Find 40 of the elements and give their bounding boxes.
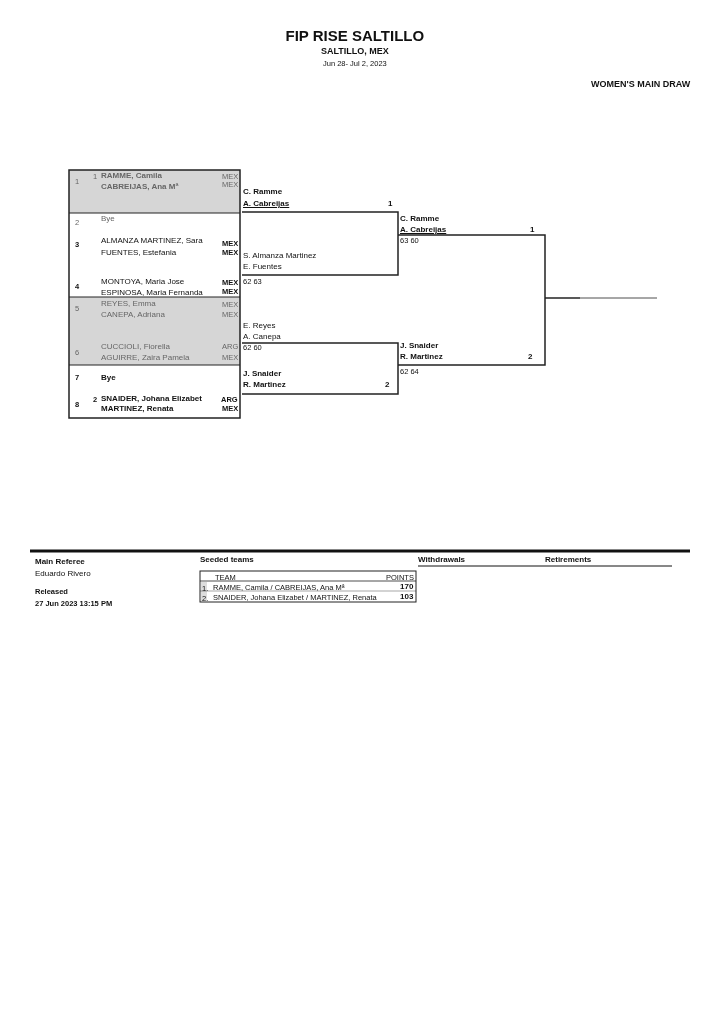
winner-name: J. Snaider [400,341,439,351]
seed-number: 1 [388,199,393,209]
section-heading: Main Referee [35,557,85,567]
player-name: MONTOYA, Maria Jose [101,277,185,287]
points-value: 103 [400,592,414,602]
player-name: MARTINEZ, Renata [101,404,174,414]
winner-name: A. Canepa [243,332,281,342]
bye-entry: Bye [101,373,116,383]
player-name: CUCCIOLI, Fiorella [101,342,170,352]
seed-number: 1 [530,225,535,235]
section-heading: Seeded teams [200,555,254,565]
winner-name: J. Snaider [243,369,282,379]
points-value: 170 [400,582,414,592]
player-name: ESPINOSA, Maria Fernanda [101,288,203,298]
player-name: CABREIJAS, Ana Mª [101,182,179,192]
winner-name: A. Cabreijas [243,199,290,209]
seed-number: 2 [528,352,533,362]
winner-name: C. Ramme [243,187,283,197]
bye-entry: Bye [101,214,115,224]
event-location: SALTILLO, MEX [321,46,389,57]
referee-name: Eduardo Rivero [35,569,91,579]
seed-number: 2 [385,380,390,390]
player-name: CANEPA, Adriana [101,310,165,320]
player-name: SNAIDER, Johana Elizabet [101,394,202,404]
winner-name: E. Reyes [243,321,276,331]
winner-name: R. Martinez [400,352,443,362]
winner-name: A. Cabreijas [400,225,447,235]
player-name: FUENTES, Estefania [101,248,177,258]
winner-name: E. Fuentes [243,262,282,272]
player-name: ALMANZA MARTINEZ, Sara [101,236,203,246]
winner-name: C. Ramme [400,214,440,224]
player-name: AGUIRRE, Zaira Pamela [101,353,190,363]
winner-name: S. Almanza Martinez [243,251,317,261]
section-heading: Retirements [545,555,592,565]
section-heading: Withdrawals [418,555,466,565]
player-name: RAMME, Camila [101,171,162,181]
section-heading: WOMEN'S MAIN DRAW [591,79,691,90]
player-name: REYES, Emma [101,299,156,309]
winner-name: R. Martinez [243,380,286,390]
page-title: FIP RISE SALTILLO [285,27,425,45]
